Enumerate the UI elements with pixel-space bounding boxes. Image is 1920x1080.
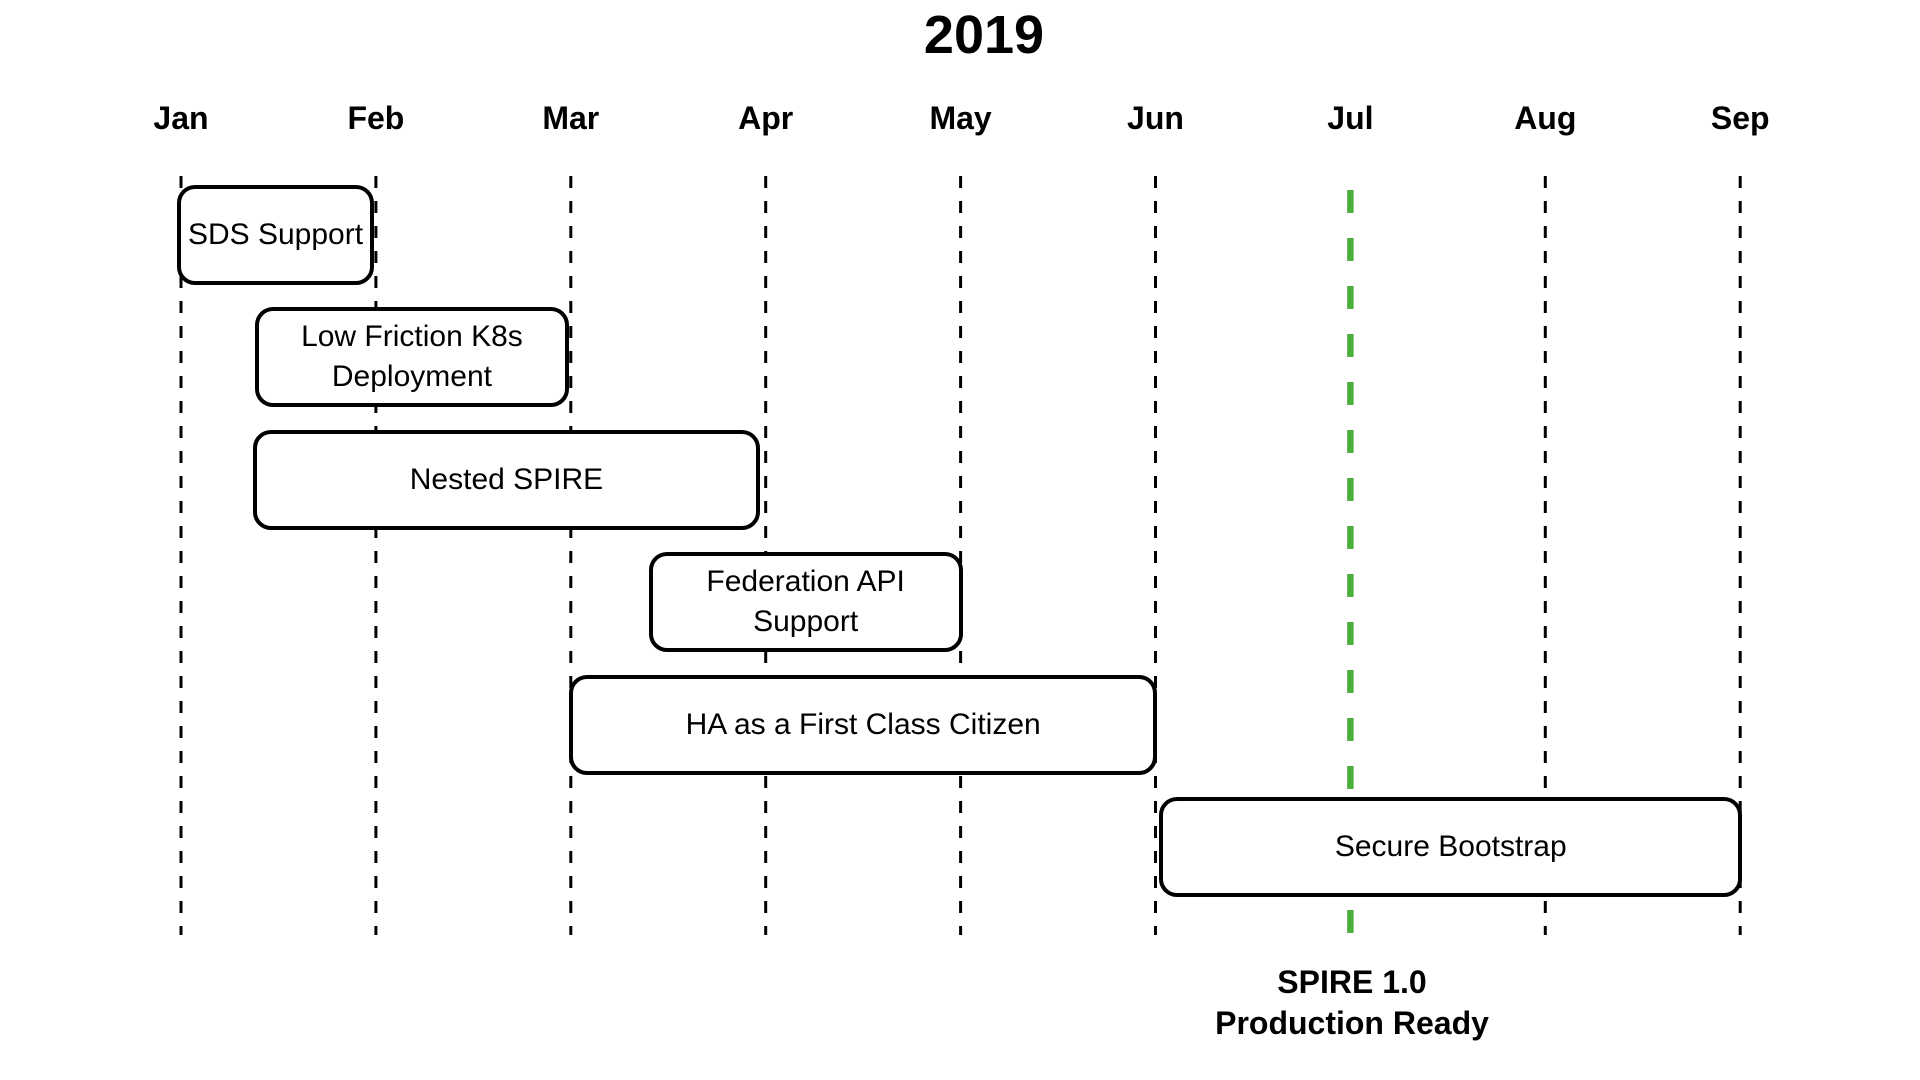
month-label-jul: Jul — [1327, 100, 1374, 136]
month-label-sep: Sep — [1710, 100, 1770, 136]
task-label: Nested SPIRE — [409, 462, 604, 496]
milestone-subtitle: Production Ready — [1215, 1005, 1489, 1041]
milestone-title: SPIRE 1.0 — [1277, 964, 1427, 1000]
month-label-jan: Jan — [153, 100, 209, 136]
month-label-apr: Apr — [738, 100, 794, 136]
task-box-sds-support: SDS Support — [177, 185, 374, 285]
month-label-feb: Feb — [347, 100, 405, 136]
milestone-label: SPIRE 1.0 Production Ready — [1215, 962, 1489, 1044]
month-label-mar: Mar — [542, 100, 600, 136]
task-box-federation-api-support: Federation API Support — [648, 552, 963, 653]
task-label: SDS Support — [187, 218, 364, 251]
month-label-jun: Jun — [1127, 100, 1184, 136]
task-label: Federation API Support — [706, 565, 905, 639]
task-label: Secure Bootstrap — [1334, 830, 1567, 863]
task-box-low-friction-k8s-deployment: Low Friction K8s Deployment — [255, 307, 569, 408]
month-label-aug: Aug — [1514, 100, 1577, 136]
task-label: HA as a First Class Citizen — [685, 707, 1041, 741]
month-label-may: May — [929, 100, 992, 136]
chart-title: 2019 — [923, 5, 1045, 65]
task-box-nested-spire: Nested SPIRE — [253, 429, 760, 530]
task-label: Low Friction K8s Deployment — [301, 320, 523, 394]
task-box-ha-as-a-first-class-citizen: HA as a First Class Citizen — [568, 674, 1158, 775]
task-box-secure-bootstrap: Secure Bootstrap — [1159, 797, 1743, 897]
